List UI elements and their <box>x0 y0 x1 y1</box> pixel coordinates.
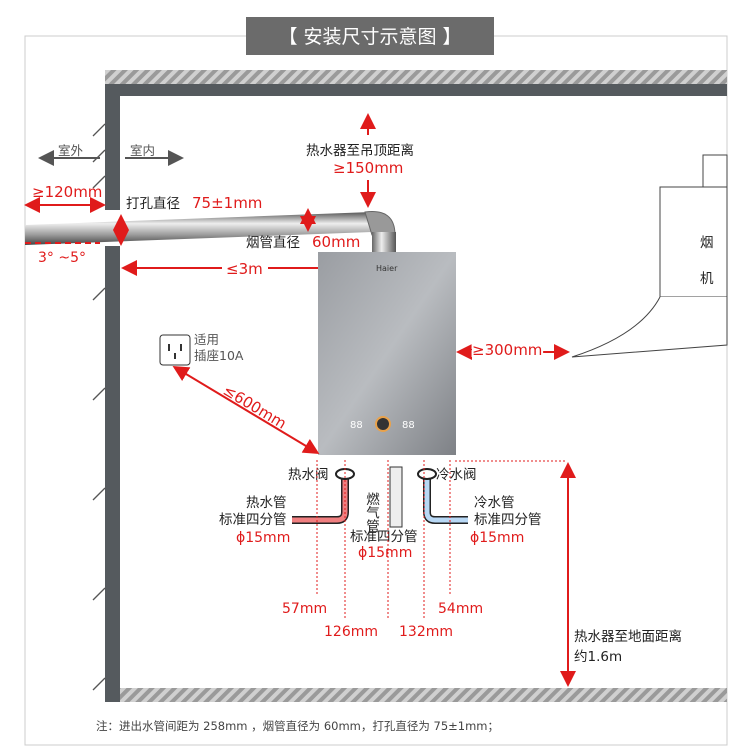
socket-dim-arrow <box>172 365 320 455</box>
socket-holes <box>168 344 182 359</box>
control-panel: 88 88 <box>350 416 415 432</box>
ceiling-label: 热水器至吊顶距离 <box>306 142 414 159</box>
gas-pipe-dia: ϕ15mm <box>358 545 412 561</box>
hot-pipe-dia: ϕ15mm <box>236 530 290 546</box>
wall-hatch-lines <box>92 123 106 691</box>
flue-label: 烟管直径 <box>246 235 300 251</box>
hole-label: 打孔直径 <box>126 195 180 212</box>
flue-vertical <box>372 232 396 254</box>
hot-valve-label: 热水阀 <box>288 467 329 483</box>
outside-min-value: ≥120mm <box>32 183 102 201</box>
gas-pipe <box>389 466 403 528</box>
hood-canopy <box>571 296 728 358</box>
hood-line2: 机 <box>700 271 714 287</box>
footnote: 注：进出水管间距为 258mm ，烟管直径为 60mm，打孔直径为 75±1mm… <box>96 719 499 733</box>
dim-57: 57mm <box>282 601 327 617</box>
cold-pipe <box>424 470 468 523</box>
floor-label: 热水器至地面距离 <box>574 628 682 645</box>
wall-lower <box>105 246 120 702</box>
hood-line1: 烟 <box>700 235 714 251</box>
ceiling <box>105 84 727 96</box>
dim-54: 54mm <box>438 601 483 617</box>
ceiling-hatch <box>105 70 727 84</box>
ceiling-value: ≥150mm <box>333 159 403 177</box>
wall-upper <box>105 84 120 210</box>
display-right: 88 <box>402 420 415 431</box>
hot-pipe-line1: 热水管 <box>246 495 287 511</box>
cold-valve-icon <box>417 468 437 480</box>
socket-line1: 适用 <box>194 332 219 347</box>
socket-distance: ≤600mm <box>220 381 290 433</box>
hole-value: 75±1mm <box>192 194 262 212</box>
hood-distance: ≥300mm <box>472 341 542 359</box>
hot-pipe-line2: 标准四分管 <box>219 512 287 528</box>
cold-pipe-line1: 冷水管 <box>474 495 515 511</box>
floor-hatch <box>120 688 727 702</box>
indoor-label: 室内 <box>130 143 155 158</box>
slope-label: 3° ~5° <box>38 250 86 266</box>
cold-valve-label: 冷水阀 <box>436 467 477 483</box>
knob-icon[interactable] <box>375 416 391 432</box>
title-box <box>246 17 494 55</box>
socket-icon <box>159 334 191 366</box>
range-hood <box>659 186 728 298</box>
gas-pipe-label: 燃气管 <box>363 491 380 533</box>
dim-126: 126mm <box>324 624 378 640</box>
hood-chimney-top <box>702 154 728 188</box>
flue-value: 60mm <box>312 233 360 251</box>
gas-pipe-line2: 标准四分管 <box>350 529 418 545</box>
flue-pipe <box>25 212 372 245</box>
socket-line2: 插座10A <box>194 348 244 363</box>
pipe-dimension-lines <box>316 460 565 618</box>
cold-pipe-dia: ϕ15mm <box>470 530 524 546</box>
pipe-length-value: ≤3m <box>226 260 263 278</box>
display-left: 88 <box>350 420 363 431</box>
dim-132: 132mm <box>399 624 453 640</box>
outdoor-label: 室外 <box>58 143 84 158</box>
brand-logo: Haier <box>376 264 398 273</box>
gas-pipe-text: 燃气管 <box>363 491 380 533</box>
floor-value: 约1.6m <box>574 649 622 665</box>
page-title: 【 安装尺寸示意图 】 <box>278 26 461 48</box>
cold-pipe-line2: 标准四分管 <box>474 512 542 528</box>
